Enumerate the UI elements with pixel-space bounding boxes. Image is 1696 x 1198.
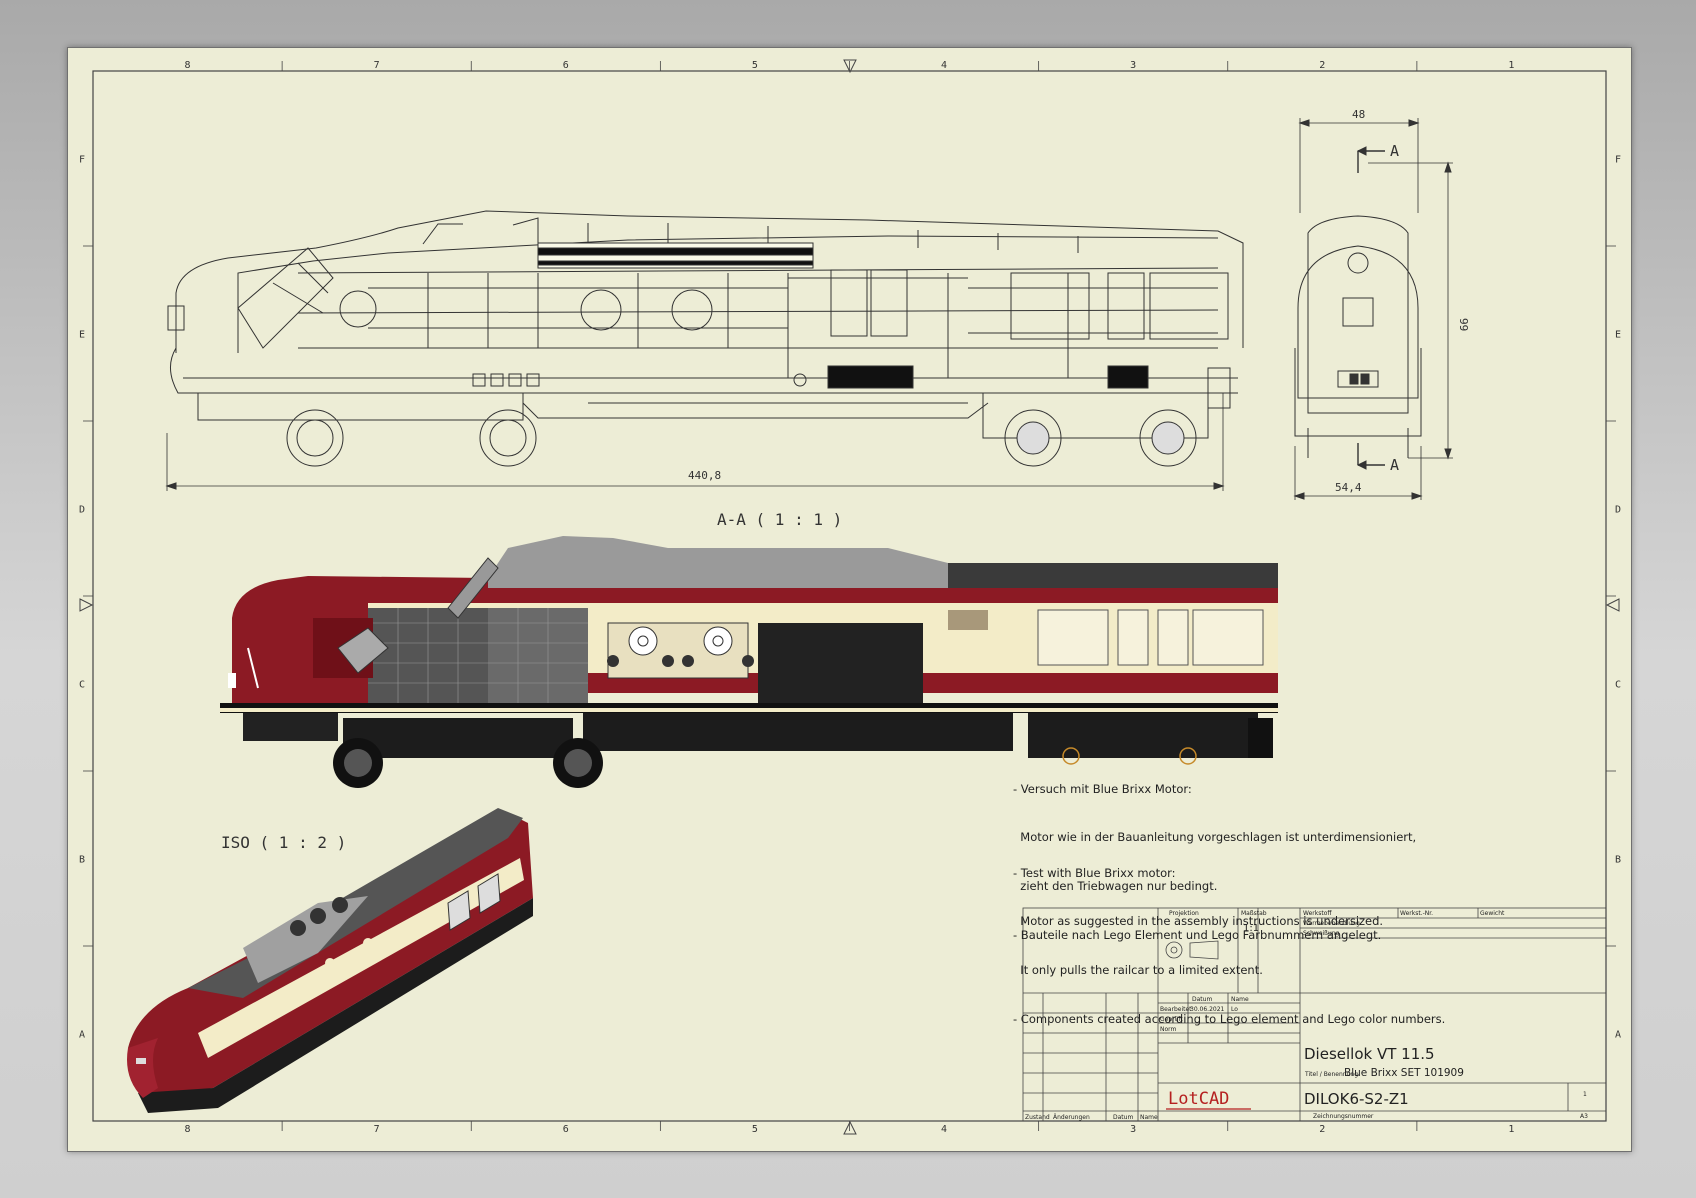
zone-label-col-1: 1 <box>1508 1124 1514 1135</box>
tb-norm-label: Norm <box>1160 1026 1177 1033</box>
tb-subtitle-label: Titel / Benennung <box>1304 1071 1358 1078</box>
zone-rows-left: F E D C B A <box>79 155 93 1041</box>
note-en-1: - Test with Blue Brixx motor: <box>1013 865 1176 880</box>
zone-columns-bottom: 8 7 6 5 4 3 2 1 <box>185 1121 1514 1135</box>
zone-label-col-6: 6 <box>563 60 569 71</box>
iso-view <box>127 808 533 1113</box>
section-marker-bottom: A <box>1390 456 1399 474</box>
note-en-2: Motor as suggested in the assembly instr… <box>1013 914 1384 929</box>
section-view <box>220 536 1278 788</box>
tb-drawn-name: Lo <box>1231 1006 1238 1013</box>
center-mark-right <box>1605 598 1620 612</box>
zone-label-row-B: B <box>1615 855 1621 866</box>
zone-label-col-3: 3 <box>1130 60 1136 71</box>
tb-surface-label: Wärmebehandlung <box>1303 920 1360 927</box>
zone-label-row-D: D <box>1615 505 1621 516</box>
tb-subtitle: Blue Brixx SET 101909 <box>1344 1067 1464 1079</box>
zone-label-row-A: A <box>79 1030 85 1041</box>
tb-drawn-label: Bearbeitet <box>1160 1006 1192 1013</box>
tb-drawn-date: 30.06.2021 <box>1190 1006 1225 1013</box>
zone-label-col-5: 5 <box>752 60 758 71</box>
zone-label-col-4: 4 <box>941 60 947 71</box>
front-view <box>1293 118 1453 500</box>
tb-rev-date: Datum <box>1113 1114 1133 1121</box>
iso-view-title: ISO ( 1 : 2 ) <box>221 833 346 852</box>
dim-front-height: 99 <box>1457 318 1470 331</box>
zone-label-row-D: D <box>79 505 85 516</box>
section-view-title: A-A ( 1 : 1 ) <box>717 510 842 529</box>
notes-english: - Test with Blue Brixx motor: Motor as s… <box>1013 832 1445 1044</box>
zone-label-col-7: 7 <box>374 1124 380 1135</box>
zone-rows-right: F E D C B A <box>1606 155 1621 1041</box>
zone-label-row-A: A <box>1615 1030 1621 1041</box>
note-de-1: - Versuch mit Blue Brixx Motor: <box>1013 781 1192 796</box>
tb-rev-name: Name <box>1140 1114 1158 1121</box>
lotcad-logo: LotCAD <box>1168 1089 1229 1109</box>
zone-label-col-4: 4 <box>941 1124 947 1135</box>
tb-name-label: Name <box>1231 996 1249 1003</box>
technical-drawing: 8 7 6 5 4 3 2 1 8 7 6 5 4 3 2 1 F E D C B A F E D C B A <box>79 59 1621 1135</box>
tb-material-nr-label: Werkst.-Nr. <box>1400 910 1433 917</box>
zone-label-col-3: 3 <box>1130 1124 1136 1135</box>
tb-rev-changes: Änderungen <box>1053 1114 1090 1121</box>
zone-label-col-8: 8 <box>185 60 191 71</box>
zone-label-col-2: 2 <box>1319 1124 1325 1135</box>
note-en-3: It only pulls the railcar to a limited e… <box>1013 963 1263 978</box>
zone-label-row-B: B <box>79 855 85 866</box>
zone-label-row-F: F <box>1615 155 1621 166</box>
tb-drawing-number-label: Zeichnungsnummer <box>1313 1113 1374 1120</box>
drawing-sheet: 8 7 6 5 4 3 2 1 8 7 6 5 4 3 2 1 F E D C B A F E D C B A <box>67 47 1632 1152</box>
note-de-3: zieht den Triebwagen nur bedingt. <box>1013 879 1218 894</box>
zone-label-row-E: E <box>1615 330 1621 341</box>
zone-label-row-C: C <box>1615 680 1621 691</box>
tb-date-label: Datum <box>1192 996 1212 1003</box>
zone-label-col-2: 2 <box>1319 60 1325 71</box>
tb-tolerance-label: Schweißung <box>1303 930 1340 937</box>
notes-german: - Versuch mit Blue Brixx Motor: Motor wi… <box>1013 748 1416 960</box>
section-marker-top: A <box>1390 142 1399 160</box>
dim-front-width-bottom: 54,4 <box>1335 481 1362 494</box>
zone-label-row-E: E <box>79 330 85 341</box>
tb-scale-label: Maßstab <box>1241 910 1267 917</box>
note-de-4: - Bauteile nach Lego Element und Lego Fa… <box>1013 928 1382 943</box>
tb-sheet: 1 <box>1583 1091 1587 1098</box>
zone-label-row-F: F <box>79 155 85 166</box>
center-mark-bottom <box>843 1120 857 1135</box>
tb-drawing-number: DILOK6-S2-Z1 <box>1304 1090 1409 1108</box>
zone-label-col-7: 7 <box>374 60 380 71</box>
note-en-4: - Components created according to Lego e… <box>1013 1012 1446 1027</box>
title-block <box>1022 907 1607 1122</box>
dim-overall-length: 440,8 <box>688 469 721 482</box>
tb-scale-value: 1:1 <box>1243 923 1259 934</box>
tb-format: A3 <box>1580 1113 1588 1120</box>
zone-label-row-C: C <box>79 680 85 691</box>
center-mark-left <box>79 598 94 612</box>
zone-label-col-5: 5 <box>752 1124 758 1135</box>
tb-projection-label: Projektion <box>1169 910 1199 917</box>
zone-label-col-1: 1 <box>1508 60 1514 71</box>
zone-label-col-8: 8 <box>185 1124 191 1135</box>
note-de-2: Motor wie in der Bauanleitung vorgeschla… <box>1013 830 1417 845</box>
side-view <box>165 210 1244 491</box>
dim-front-width-top: 48 <box>1352 108 1365 121</box>
zone-label-col-6: 6 <box>563 1124 569 1135</box>
center-mark-top <box>843 59 857 74</box>
tb-title: Diesellok VT 11.5 <box>1304 1045 1435 1063</box>
tb-rev-status: Zustand <box>1025 1114 1050 1121</box>
tb-weight-label: Gewicht <box>1480 910 1505 917</box>
zone-columns-top: 8 7 6 5 4 3 2 1 <box>185 60 1514 71</box>
tb-material-label: Werkstoff <box>1303 910 1332 917</box>
tb-checked-label: Geprüft <box>1160 1016 1183 1023</box>
